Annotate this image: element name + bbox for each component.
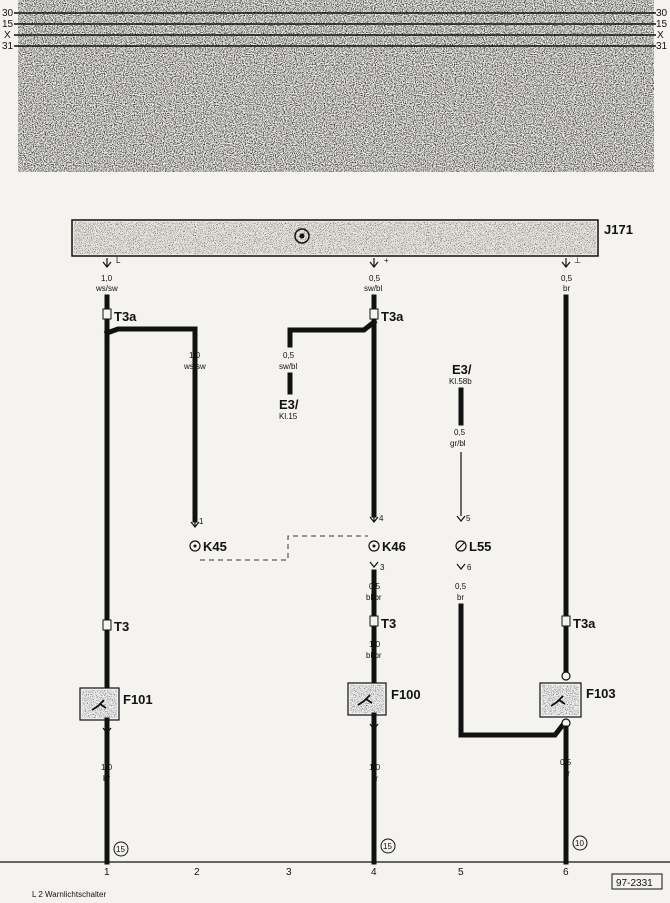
ground-point-1: 15 [116, 845, 125, 854]
wire-color: br [371, 774, 378, 783]
column-numbers: 1 2 3 4 5 6 [104, 867, 569, 878]
wire-size: 0,5 [560, 758, 572, 767]
relay-pin-right: ⊥ [574, 256, 581, 265]
switch-icon [550, 695, 566, 707]
circuit-column-4: 0,5 sw/bl T3a 0,5 sw/bl E3/ Kl.15 [279, 274, 404, 518]
wire-size: 0,5 [561, 274, 573, 283]
bus-label-right-15: 15 [656, 19, 668, 30]
wire-color: bl/br [366, 593, 382, 602]
column-number: 6 [563, 867, 569, 878]
relay-label: J171 [604, 222, 633, 237]
switch-f100: F100 1,0 br 15 [347, 682, 421, 865]
warning-lamp-k46: 4 K46 3 0,5 bl/br T3 1,0 bl/br [366, 514, 406, 691]
connector-t3a-2: T3a [381, 309, 404, 324]
bus-label-left-15: 15 [2, 19, 14, 30]
wire-size: 0,5 [369, 582, 381, 591]
ground-point-icon [572, 835, 588, 851]
column-number: 1 [104, 867, 110, 878]
switch-f103: F103 0,5 br 10 [539, 682, 616, 865]
wire-color: gr/bl [450, 439, 466, 448]
wire-size: 0,5 [369, 274, 381, 283]
wire-size: 1,0 [101, 763, 113, 772]
k46-pin-top: 4 [379, 514, 384, 523]
switch-icon [357, 694, 373, 706]
wire-size: 0,5 [455, 582, 467, 591]
relay-pins: L + ⊥ [102, 256, 581, 268]
bus-label-left-x: X [4, 30, 11, 41]
circuit-column-5: E3/ Kl.58b 0,5 gr/bl 5 L55 6 0,5 br [449, 362, 566, 738]
wire-size: 1,0 [369, 640, 381, 649]
f101-label: F101 [123, 692, 153, 707]
e3-kl58b-bottom: Kl.58b [449, 377, 472, 386]
switch-f101: F101 1,0 br 15 [79, 687, 153, 865]
ground-point-icon [113, 841, 129, 857]
column-number: 3 [286, 867, 292, 878]
connector-t3a-3: T3a [573, 616, 596, 631]
e3-kl58b-top: E3/ [452, 362, 472, 377]
wire-color: br [563, 769, 570, 778]
relay-pin-middle: + [384, 256, 389, 265]
wire-size: 1,0 [101, 274, 113, 283]
column-number: 5 [458, 867, 464, 878]
l55-pin-bottom: 6 [467, 563, 472, 572]
relay-j171: J171 [71, 219, 633, 257]
footer-caption: L 2 Warnlichtschalter [32, 890, 106, 899]
wire-color: ws/sw [95, 284, 118, 293]
k46-label: K46 [382, 539, 406, 554]
wire-size: 1,0 [189, 351, 201, 360]
k45-pin: 1 [199, 517, 204, 526]
e3-kl15-bottom: Kl.15 [279, 412, 298, 421]
wire-color: ws/sw [183, 362, 206, 371]
wire-color: br [457, 593, 464, 602]
reference-box: 97-2331 [611, 873, 663, 890]
wire-color: br [563, 284, 570, 293]
bus-label-right-x: X [657, 30, 664, 41]
wire-color: sw/bl [364, 284, 382, 293]
f103-label: F103 [586, 686, 616, 701]
wire-size: 0,5 [454, 428, 466, 437]
wire-size: 0,5 [283, 351, 295, 360]
wire-color: bl/br [366, 651, 382, 660]
column-number: 4 [371, 867, 377, 878]
ground-point-6: 10 [575, 839, 584, 848]
e3-kl15-top: E3/ [279, 397, 299, 412]
relay-pin-left: L [116, 256, 121, 265]
circuit-column-1: 1,0 ws/sw T3a 1,0 ws/sw T3 [95, 274, 206, 691]
k46-pin-bottom: 3 [380, 563, 385, 572]
lamp-icon [368, 540, 380, 552]
wire-size: 1,0 [369, 763, 381, 772]
bus-label-left-30: 30 [2, 8, 14, 19]
ground-point-4: 15 [383, 842, 392, 851]
column-number: 2 [194, 867, 200, 878]
circuit-column-6: 0,5 br T3a [561, 274, 596, 681]
ground-point-icon [380, 838, 396, 854]
bus-label-right-31: 31 [656, 41, 668, 52]
connector-t3-2: T3 [381, 616, 396, 631]
relay-symbol-icon [294, 228, 310, 244]
l55-label: L55 [469, 539, 491, 554]
bus-label-right-30: 30 [656, 8, 668, 19]
f100-label: F100 [391, 687, 421, 702]
wire-color: sw/bl [279, 362, 297, 371]
reference-number: 97-2331 [616, 878, 653, 889]
warning-lamp-k45: 1 K45 [189, 517, 368, 561]
bus-area: 30 15 X 31 30 15 X 31 [2, 0, 668, 172]
switch-icon [91, 699, 107, 711]
k45-label: K45 [203, 539, 227, 554]
connector-t3-1: T3 [114, 619, 129, 634]
l55-pin-top: 5 [466, 514, 471, 523]
lamp-icon [189, 540, 201, 552]
wire-color: br [103, 774, 110, 783]
connector-t3a-1: T3a [114, 309, 137, 324]
bus-label-left-31: 31 [2, 41, 14, 52]
lamp-icon [455, 540, 467, 552]
